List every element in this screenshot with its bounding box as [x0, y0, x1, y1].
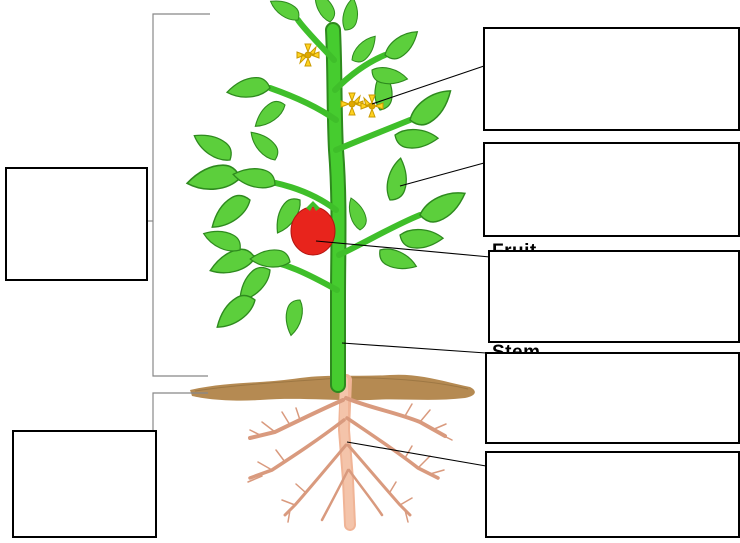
leaf-label-box[interactable] [483, 142, 740, 237]
shoot-system-label-box[interactable] [5, 167, 148, 281]
root-leader-line [347, 442, 486, 466]
root-system-label-box[interactable] [12, 430, 157, 538]
leaf-leader-line [400, 163, 484, 186]
stem-leader-line [342, 343, 486, 353]
fruit-label-box[interactable] [488, 250, 740, 343]
shoot-system-bracket [153, 14, 210, 376]
root-system-bracket [153, 393, 208, 432]
root-label-box[interactable] [485, 451, 740, 538]
flower-label-box[interactable] [483, 27, 740, 131]
roots-icon [248, 380, 452, 525]
stem-label-box[interactable] [485, 352, 740, 444]
